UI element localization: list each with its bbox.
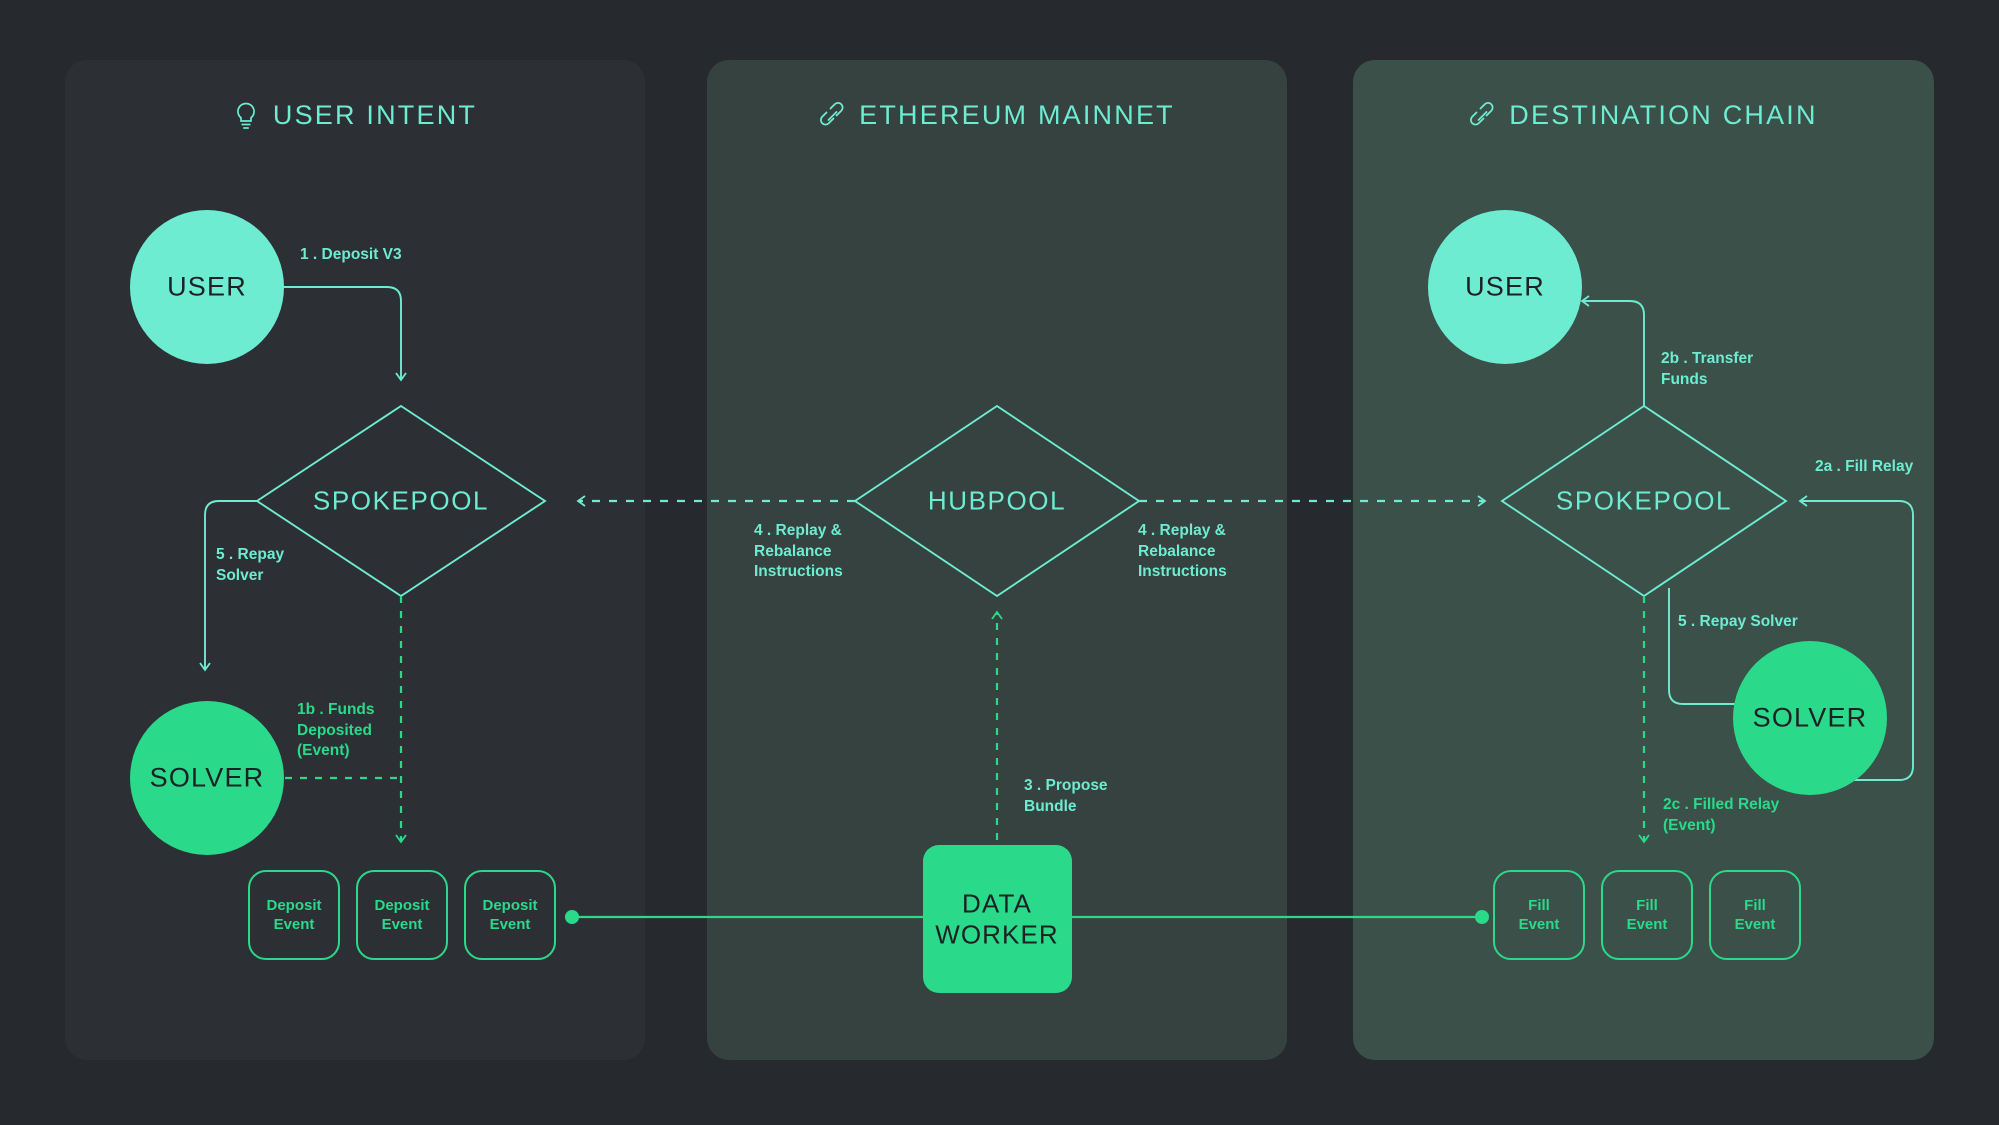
link-icon bbox=[1470, 101, 1494, 126]
node-user-right bbox=[1428, 210, 1582, 364]
annotation-replay-rebalance-left: 4 . Replay & Rebalance Instructions bbox=[754, 522, 843, 581]
node-spokepool-right-label: SPOKEPOOL bbox=[1555, 485, 1733, 516]
node-hubpool bbox=[853, 404, 1141, 598]
annotation-replay-rebalance-right: 4 . Replay & Rebalance Instructions bbox=[1138, 522, 1227, 581]
link-icon bbox=[820, 101, 844, 126]
annotation-repay-solver-right: 5 . Repay Solver bbox=[1678, 613, 1798, 630]
panel-destination-chain: DESTINATION CHAIN bbox=[1353, 60, 1934, 1060]
fill-event-box-label: Fill Event bbox=[1734, 896, 1776, 933]
deposit-event-box-3 bbox=[464, 870, 556, 960]
edge-repay-solver-right bbox=[1668, 588, 1754, 710]
node-solver-left bbox=[130, 701, 284, 855]
lightbulb-icon bbox=[236, 102, 255, 129]
node-data-worker bbox=[923, 845, 1072, 993]
node-user-left-label: USER bbox=[167, 271, 247, 302]
fill-event-box-1 bbox=[1493, 870, 1585, 960]
node-solver-right-label: SOLVER bbox=[1752, 702, 1868, 733]
node-solver-left-label: SOLVER bbox=[149, 762, 265, 793]
edge-fill-relay bbox=[1798, 495, 1914, 781]
annotation-funds-deposited: 1b . Funds Deposited (Event) bbox=[297, 701, 375, 760]
deposit-event-box-2 bbox=[356, 870, 448, 960]
annotation-filled-relay: 2c . Filled Relay (Event) bbox=[1663, 796, 1780, 834]
node-user-right-label: USER bbox=[1465, 271, 1545, 302]
annotation-propose-bundle: 3 . Propose Bundle bbox=[1024, 777, 1108, 815]
panel-user-intent-title: USER INTENT bbox=[272, 100, 478, 130]
annotation-repay-solver-left: 5 . Repay Solver bbox=[216, 546, 285, 584]
fill-event-box-label: Fill Event bbox=[1626, 896, 1668, 933]
fill-event-box-3 bbox=[1709, 870, 1801, 960]
edge-transfer-funds bbox=[1580, 295, 1645, 406]
panel-ethereum-mainnet-title: ETHEREUM MAINNET bbox=[859, 100, 1175, 130]
panel-destination-chain-title: DESTINATION CHAIN bbox=[1509, 100, 1818, 130]
deposit-event-box-label: Deposit Event bbox=[482, 896, 538, 933]
panel-ethereum-mainnet-header: ETHEREUM MAINNET bbox=[707, 100, 1287, 131]
edge-dot-fill-events bbox=[1475, 910, 1489, 924]
fill-event-box-label: Fill Event bbox=[1518, 896, 1560, 933]
node-data-worker-label: DATA WORKER bbox=[935, 888, 1059, 949]
deposit-event-box-label: Deposit Event bbox=[266, 896, 322, 933]
edge-repay-solver-left bbox=[199, 500, 257, 672]
panel-destination-chain-header: DESTINATION CHAIN bbox=[1353, 100, 1934, 131]
fill-event-box-2 bbox=[1601, 870, 1693, 960]
deposit-event-box-label: Deposit Event bbox=[374, 896, 430, 933]
edge-dot-deposit-events bbox=[565, 910, 579, 924]
annotation-deposit-v3: 1 . Deposit V3 bbox=[300, 246, 402, 263]
deposit-event-box-1 bbox=[248, 870, 340, 960]
annotation-fill-relay: 2a . Fill Relay bbox=[1815, 458, 1914, 475]
edge-user-to-spokepool bbox=[207, 286, 407, 382]
node-spokepool-left-label: SPOKEPOOL bbox=[312, 485, 490, 516]
node-user-left bbox=[130, 210, 284, 364]
annotation-transfer-funds: 2b . Transfer Funds bbox=[1661, 350, 1754, 388]
panel-user-intent-header: USER INTENT bbox=[65, 100, 645, 131]
node-solver-right bbox=[1733, 641, 1887, 795]
node-hubpool-label: HUBPOOL bbox=[927, 485, 1067, 516]
